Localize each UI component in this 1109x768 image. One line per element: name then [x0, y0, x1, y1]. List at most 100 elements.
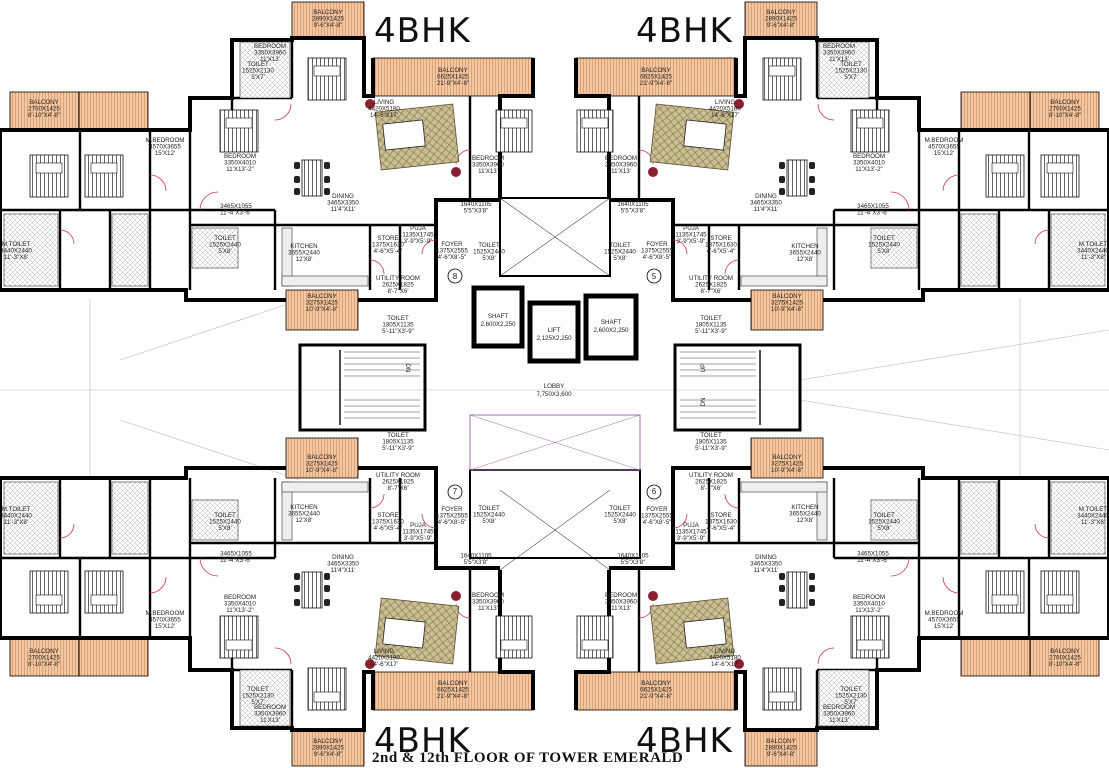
toilet-a-label-q4-0: TOILET [840, 686, 862, 693]
toilet-d-label-q2-0: TOILET [700, 315, 722, 322]
living-label-q3-0: LIVING [374, 648, 394, 655]
bedroom-a-label-q2-1: 3350X3960 [823, 50, 855, 57]
bedroom-c-label-q4-2: 11'X13' [611, 605, 631, 612]
toilet-c-label-q3-2: 5'X8' [482, 518, 495, 525]
toilet-c-label-q2-0: TOILET [609, 242, 631, 249]
toilet-b-label-0: TOILET [214, 235, 236, 242]
store-label-q2-2: 4'-6"X5'-4" [707, 248, 736, 255]
m-toilet-label-q2-1: 3440X2440 [1077, 248, 1109, 255]
balcony-b-label-q2-1: 6625X1425 [640, 74, 672, 81]
store-label-q2-0: STORE [710, 235, 731, 242]
dining-label-q4-1: 3465X3350 [750, 561, 782, 568]
toilet-b-label-q4-0: TOILET [873, 512, 895, 519]
passage-label-q2-0: 3465X1055 [857, 203, 889, 210]
kitchen-label-q4-2: 12'X8' [797, 517, 814, 524]
m-bedroom-label-q2-2: 15'X12' [934, 150, 954, 157]
toilet-a-label-q4-2: 5'X7' [844, 699, 857, 706]
toilet-d-label-2: 5'-11"X3'-9" [382, 328, 414, 335]
toilet-c-label-q4-1: 1525X2440 [604, 512, 636, 519]
bedroom-c-label-1: 3350X3960 [472, 162, 504, 169]
puja-label-0: PUJA [410, 225, 427, 232]
balcony-a-label-q2-1: 2890X1425 [765, 16, 797, 23]
bedroom-c-label-q3-0: BEDROOM [472, 592, 504, 599]
balcony-d-label-q4-0: BALCONY [772, 454, 802, 461]
foyer-label-q4-1: 1375X2555 [641, 513, 673, 520]
kitchen-label-1: 3655X2440 [288, 250, 320, 257]
balcony-c-label-q4-0: BALCONY [1050, 648, 1080, 655]
bedroom-c-label-2: 11'X13' [478, 168, 498, 175]
toilet-c-label-q3-0: TOILET [478, 505, 500, 512]
bedroom-a-label-q4-2: 11'X13' [829, 717, 849, 724]
toilet-a-label-q2-2: 5'X7' [844, 74, 857, 81]
balcony-a-label-q4-0: BALCONY [766, 738, 796, 745]
m-bedroom-label-q4-1: 4570X3655 [928, 617, 960, 624]
living-label-0: LIVING [374, 99, 394, 106]
kitchen-label-0: KITCHEN [290, 243, 317, 250]
toilet-a-label-0: TOILET [247, 61, 269, 68]
m-bedroom-label-q2-0: M.BEDROOM [925, 137, 964, 144]
balcony-d-label-q2-1: 3275X1425 [771, 300, 803, 307]
toilet-b-label-q2-1: 1525X2440 [868, 242, 900, 249]
puja-label-q3-2: 3'-9"X5'-9" [404, 535, 433, 542]
utility-label-1: 2625X1825 [382, 282, 414, 289]
balcony-a-label-q2-2: 9'-6"X4'-8" [767, 22, 796, 29]
m-toilet-label-q4-2: 11'-3"X8' [1081, 519, 1105, 526]
balcony-d-label-q2-2: 10'-9"X4'-8" [771, 306, 803, 313]
puja-label-q4-2: 3'-9"X5'-9" [677, 535, 706, 542]
foyer-label-q3-2: 4'-6"X8'-5" [438, 519, 467, 526]
dining-label-q3-1: 3465X3350 [327, 561, 359, 568]
balcony-a-label-q3-0: BALCONY [313, 738, 343, 745]
kitchen-label-q2-0: KITCHEN [791, 243, 818, 250]
balcony-c-label-q3-1: 2700X1425 [28, 655, 60, 662]
foyer-label-q4-2: 4'-6"X8'-5" [643, 519, 672, 526]
foyer-label-1: 1375X2555 [436, 248, 468, 255]
lift-label: LIFT [548, 327, 561, 334]
balcony-b-label-q3-0: BALCONY [438, 680, 468, 687]
store-label-2: 4'-6"X5'-4" [374, 248, 403, 255]
central-core [469, 197, 641, 571]
toilet-a-label-1: 1525X2130 [242, 68, 274, 75]
toilet-d-label-q3-2: 5'-11"X3'-9" [382, 445, 414, 452]
lobby-small-label-q3-0: 1640X1105 [460, 553, 492, 560]
m-toilet-label-q3-0: M.TOILET [2, 506, 31, 513]
puja-label-q4-1: 1135X1745 [675, 529, 707, 536]
m-bedroom-label-q3-0: M.BEDROOM [146, 610, 185, 617]
balcony-a-label-0: BALCONY [313, 9, 343, 16]
stair-up-right: UP [700, 364, 707, 373]
bedroom-a-label-q3-1: 3350X3960 [254, 711, 286, 718]
passage-label-1: 11'-4"X3'-6" [220, 210, 252, 217]
living-label-q4-0: LIVING [715, 648, 735, 655]
utility-label-q2-1: 2625X1825 [695, 282, 727, 289]
dining-label-q2-0: DINING [755, 193, 777, 200]
m-bedroom-label-q3-2: 15'X12' [155, 623, 175, 630]
toilet-c-label-q4-2: 5'X8' [613, 518, 626, 525]
m-bedroom-label-1: 4570X3655 [149, 144, 181, 151]
stair-dn-right: DN [700, 398, 707, 407]
balcony-d-label-q4-2: 10'-9"X4'-8" [771, 467, 803, 474]
toilet-b-label-2: 5'X8' [218, 248, 231, 255]
balcony-b-label-q4-2: 21'-9"X4'-8" [640, 693, 672, 700]
bedroom-b-label-0: BEDROOM [224, 153, 256, 160]
bedroom-c-label-q4-0: BEDROOM [605, 592, 637, 599]
bedroom-b-label-q3-1: 3350X4010 [224, 601, 256, 608]
balcony-a-label-q2-0: BALCONY [766, 9, 796, 16]
toilet-b-label-q4-2: 5'X8' [877, 525, 890, 532]
shaft-right-size: 2,600X2,250 [593, 327, 629, 334]
toilet-b-label-q3-0: TOILET [214, 512, 236, 519]
balcony-c-label-1: 2700X1425 [28, 106, 60, 113]
toilet-d-label-q3-1: 1805X1135 [382, 439, 414, 446]
toilet-a-label-q2-1: 1525X2130 [835, 68, 867, 75]
bedroom-b-label-q4-0: BEDROOM [853, 594, 885, 601]
dining-label-q4-0: DINING [755, 554, 777, 561]
bedroom-a-label-q4-1: 3350X3960 [823, 711, 855, 718]
dining-label-q2-2: 11'4"X11' [754, 206, 779, 213]
bedroom-c-label-q2-1: 3350X3960 [605, 162, 637, 169]
m-toilet-label-q4-1: 3440X2440 [1077, 513, 1109, 520]
balcony-c-label-q3-2: 8'-10"X4'-8" [28, 661, 60, 668]
puja-label-q3-1: 1135X1745 [402, 529, 434, 536]
bedroom-b-label-q4-2: 11'X13'-2" [855, 607, 883, 614]
store-label-1: 1375X1630 [372, 242, 404, 249]
balcony-a-label-q4-2: 9'-6"X4'-8" [767, 751, 796, 758]
passage-label-q3-0: 3465X1055 [220, 551, 252, 558]
m-toilet-label-0: M.TOILET [2, 241, 31, 248]
